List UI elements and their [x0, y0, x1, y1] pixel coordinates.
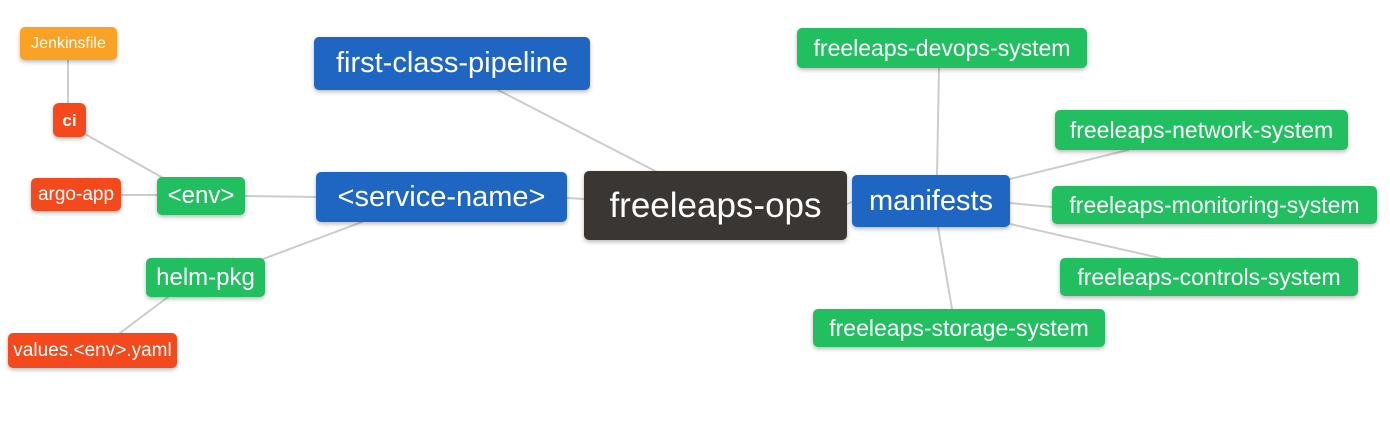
edge-service-name-freeleaps-ops: [566, 197, 585, 200]
node-helm-pkg[interactable]: helm-pkg: [146, 258, 265, 297]
edge-freeleaps-ops-manifests: [846, 201, 853, 205]
edge-manifests-monitoring: [1009, 202, 1053, 208]
edge-pipeline-freeleaps-ops: [497, 89, 658, 173]
node-freeleaps-storage-system[interactable]: freeleaps-storage-system: [813, 309, 1105, 347]
node-ci[interactable]: ci: [53, 103, 86, 137]
node-argo-app[interactable]: argo-app: [31, 178, 121, 211]
edge-manifests-network: [1009, 149, 1129, 180]
edge-manifests-controls: [1009, 223, 1161, 259]
edge-env-service-name: [244, 195, 317, 198]
node-freeleaps-ops-root[interactable]: freeleaps-ops: [584, 171, 847, 240]
edge-manifests-devops: [936, 67, 940, 176]
edge-helm-pkg-service-name: [262, 221, 363, 260]
node-jenkinsfile[interactable]: Jenkinsfile: [20, 27, 117, 60]
node-freeleaps-devops-system[interactable]: freeleaps-devops-system: [797, 28, 1087, 68]
node-values-env-yaml[interactable]: values.<env>.yaml: [8, 333, 177, 368]
edge-ci-env: [84, 133, 164, 179]
node-freeleaps-controls-system[interactable]: freeleaps-controls-system: [1060, 258, 1358, 296]
node-freeleaps-network-system[interactable]: freeleaps-network-system: [1055, 110, 1348, 150]
node-env[interactable]: <env>: [157, 177, 245, 215]
edge-values-helm-pkg: [119, 296, 169, 334]
edge-manifests-storage: [937, 226, 953, 310]
node-first-class-pipeline[interactable]: first-class-pipeline: [314, 37, 590, 90]
node-service-name[interactable]: <service-name>: [316, 172, 567, 222]
node-manifests[interactable]: manifests: [852, 175, 1010, 227]
node-freeleaps-monitoring-system[interactable]: freeleaps-monitoring-system: [1052, 186, 1377, 224]
